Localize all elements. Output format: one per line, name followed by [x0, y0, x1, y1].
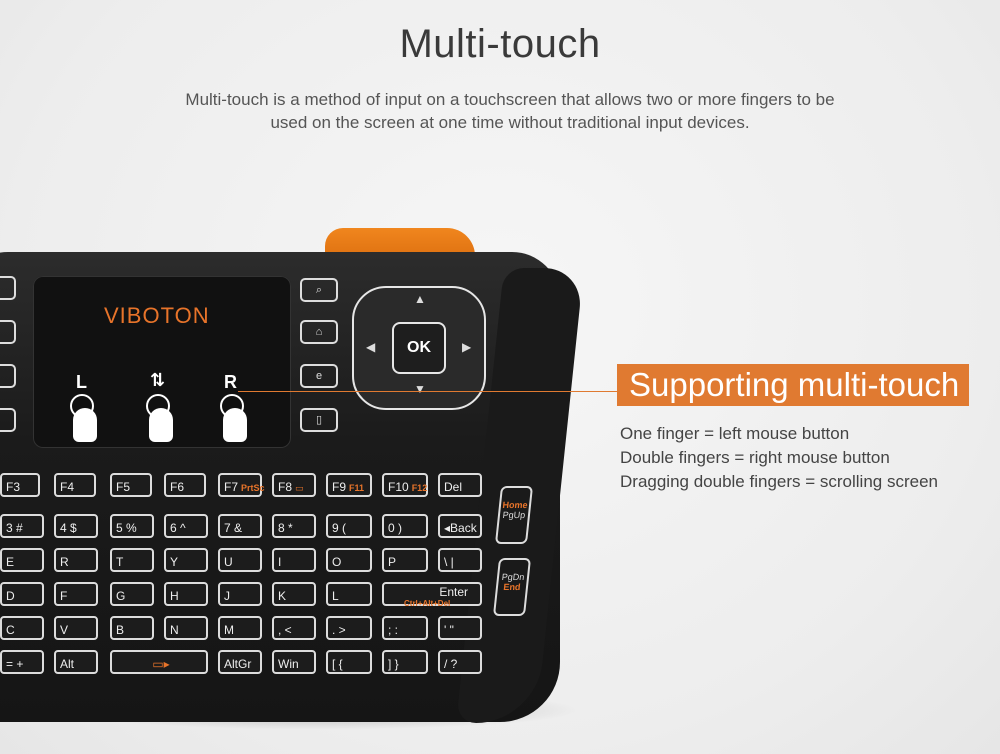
key: D	[0, 582, 44, 606]
key: 9 (	[326, 514, 372, 538]
key-f8: F8▭	[272, 473, 316, 497]
key: . >	[326, 616, 372, 640]
key-alt: Alt	[54, 650, 98, 674]
key: 4 $	[54, 514, 98, 538]
key: 8 *	[272, 514, 316, 538]
left-arrow-icon: ◀	[366, 340, 376, 354]
keyboard-orange-bumper	[325, 228, 475, 268]
key: L	[326, 582, 372, 606]
key: U	[218, 548, 262, 572]
key: / ?	[438, 650, 482, 674]
tap-ring-icon	[220, 394, 244, 418]
key: I	[272, 548, 316, 572]
page-title: Multi-touch	[399, 22, 601, 66]
mouse-key-icon: ▯	[300, 408, 338, 432]
feature-line: Double fingers = right mouse button	[620, 448, 890, 467]
key: O	[326, 548, 372, 572]
feature-line: One finger = left mouse button	[620, 424, 850, 443]
key: 0 )	[382, 514, 428, 538]
key: K	[272, 582, 316, 606]
key: T	[110, 548, 154, 572]
key: 3 #	[0, 514, 44, 538]
tap-ring-icon	[70, 394, 94, 418]
brand-logo: VIBOTON	[104, 303, 210, 328]
key: = +	[0, 650, 44, 674]
home-key-icon: ⌂	[300, 320, 338, 344]
tap-ring-icon	[146, 394, 170, 418]
keyboard-body-grip	[456, 268, 584, 723]
enter-sub-label: Ctrl+Alt+Del	[404, 599, 451, 608]
callout-connector-line	[238, 391, 618, 392]
side-key	[0, 408, 16, 432]
key: , <	[272, 616, 316, 640]
finger-icon	[73, 408, 97, 442]
key: J	[218, 582, 262, 606]
side-key	[0, 320, 16, 344]
key-altgr: AltGr	[218, 650, 262, 674]
key: B	[110, 616, 154, 640]
key-f3: F3	[0, 473, 40, 497]
finger-icon	[223, 408, 247, 442]
down-arrow-icon: ▼	[414, 382, 426, 396]
enter-label: Enter	[439, 585, 468, 599]
feature-line: Dragging double fingers = scrolling scre…	[620, 472, 938, 491]
touchpad	[33, 276, 291, 448]
key: R	[54, 548, 98, 572]
key: ] }	[382, 650, 428, 674]
key: 7 &	[218, 514, 262, 538]
search-key-icon: ⌕	[300, 278, 338, 302]
key: ; :	[382, 616, 428, 640]
ok-key: OK	[392, 322, 446, 374]
key: ' "	[438, 616, 482, 640]
key-del: Del	[438, 473, 482, 497]
side-key	[0, 364, 16, 388]
key-win: Win	[272, 650, 316, 674]
keyboard-body	[0, 252, 560, 722]
key: C	[0, 616, 44, 640]
touchpad-label-left: L	[76, 372, 87, 392]
key-f6: F6	[164, 473, 206, 497]
key: V	[54, 616, 98, 640]
key-backspace: ◂Back	[438, 514, 482, 538]
side-key	[0, 276, 16, 300]
key-f4: F4	[54, 473, 96, 497]
key: H	[164, 582, 208, 606]
key: [ {	[326, 650, 372, 674]
browser-key-icon: e	[300, 364, 338, 388]
key: \ |	[438, 548, 482, 572]
right-arrow-icon: ▶	[462, 340, 472, 354]
key: P	[382, 548, 428, 572]
feature-list: One finger = left mouse button Double fi…	[620, 422, 938, 494]
key: M	[218, 616, 262, 640]
key: 5 %	[110, 514, 154, 538]
touchpad-label-right: R	[224, 372, 237, 392]
screen-icon: ▭▸	[152, 657, 170, 671]
key: F	[54, 582, 98, 606]
page-subtitle: Multi-touch is a method of input on a to…	[185, 90, 835, 132]
key-enter: Enter Ctrl+Alt+Del	[382, 582, 482, 608]
touchpad-label-scroll: ⇅	[150, 370, 166, 390]
key: E	[0, 548, 44, 572]
key: Y	[164, 548, 208, 572]
key-f5: F5	[110, 473, 152, 497]
key: 6 ^	[164, 514, 208, 538]
key-space: ▭▸	[110, 650, 208, 674]
key: G	[110, 582, 154, 606]
up-arrow-icon: ▲	[414, 292, 426, 306]
finger-icon	[149, 408, 173, 442]
keyboard-shadow	[60, 690, 580, 730]
callout-badge: Supporting multi-touch	[617, 364, 969, 406]
key: N	[164, 616, 208, 640]
